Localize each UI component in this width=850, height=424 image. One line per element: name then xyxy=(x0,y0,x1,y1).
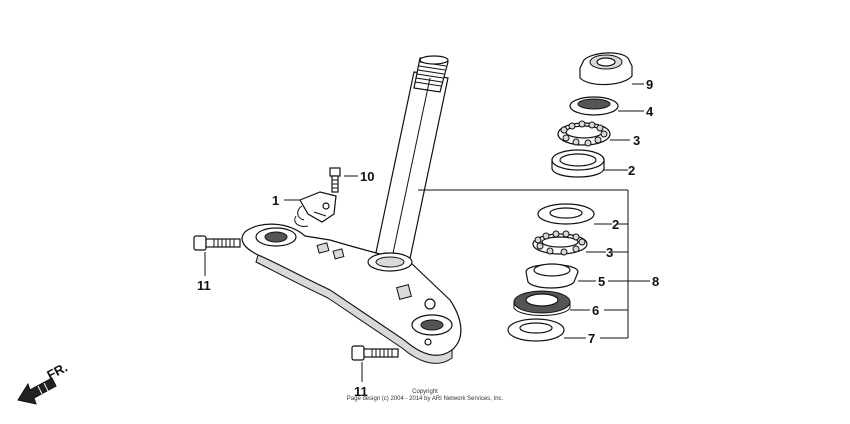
callout-2-lower: 2 xyxy=(612,217,619,232)
callout-8: 8 xyxy=(652,274,659,289)
cable-guide-bracket xyxy=(294,191,337,227)
copyright-line-1: Copyright xyxy=(412,389,438,395)
steering-stem-shaft xyxy=(373,55,449,269)
callout-3-upper: 3 xyxy=(633,133,640,148)
leader-lines xyxy=(204,83,650,382)
copyright-line-2: Page design (c) 2004 - 2014 by ARI Netwo… xyxy=(346,396,504,402)
callout-10: 10 xyxy=(360,169,374,184)
upper-ball-bearing xyxy=(557,120,611,147)
bottom-bridge xyxy=(241,223,462,364)
front-arrow-icon xyxy=(17,377,57,405)
steering-stem-nut xyxy=(579,52,633,86)
lower-ball-bearing xyxy=(532,230,588,256)
front-label: FR. xyxy=(44,360,70,383)
callout-6: 6 xyxy=(592,303,599,318)
callout-11-right: 11 xyxy=(354,384,368,399)
dust-seal xyxy=(513,290,571,316)
lower-outer-race xyxy=(537,203,595,225)
callout-2-upper: 2 xyxy=(628,163,635,178)
pinch-bolt-right xyxy=(351,345,399,361)
callout-11-left: 11 xyxy=(197,278,211,293)
pinch-bolt-left xyxy=(193,235,241,251)
washer xyxy=(507,318,565,342)
lower-cone-race xyxy=(525,263,579,289)
callout-9: 9 xyxy=(646,77,653,92)
upper-outer-race xyxy=(551,149,605,178)
callout-1: 1 xyxy=(272,193,279,208)
callout-7: 7 xyxy=(588,331,595,346)
upper-cone-race xyxy=(569,96,619,116)
callout-3-lower: 3 xyxy=(606,245,613,260)
callout-4: 4 xyxy=(646,104,654,119)
bolt-10 xyxy=(329,167,341,193)
callout-5: 5 xyxy=(598,274,605,289)
